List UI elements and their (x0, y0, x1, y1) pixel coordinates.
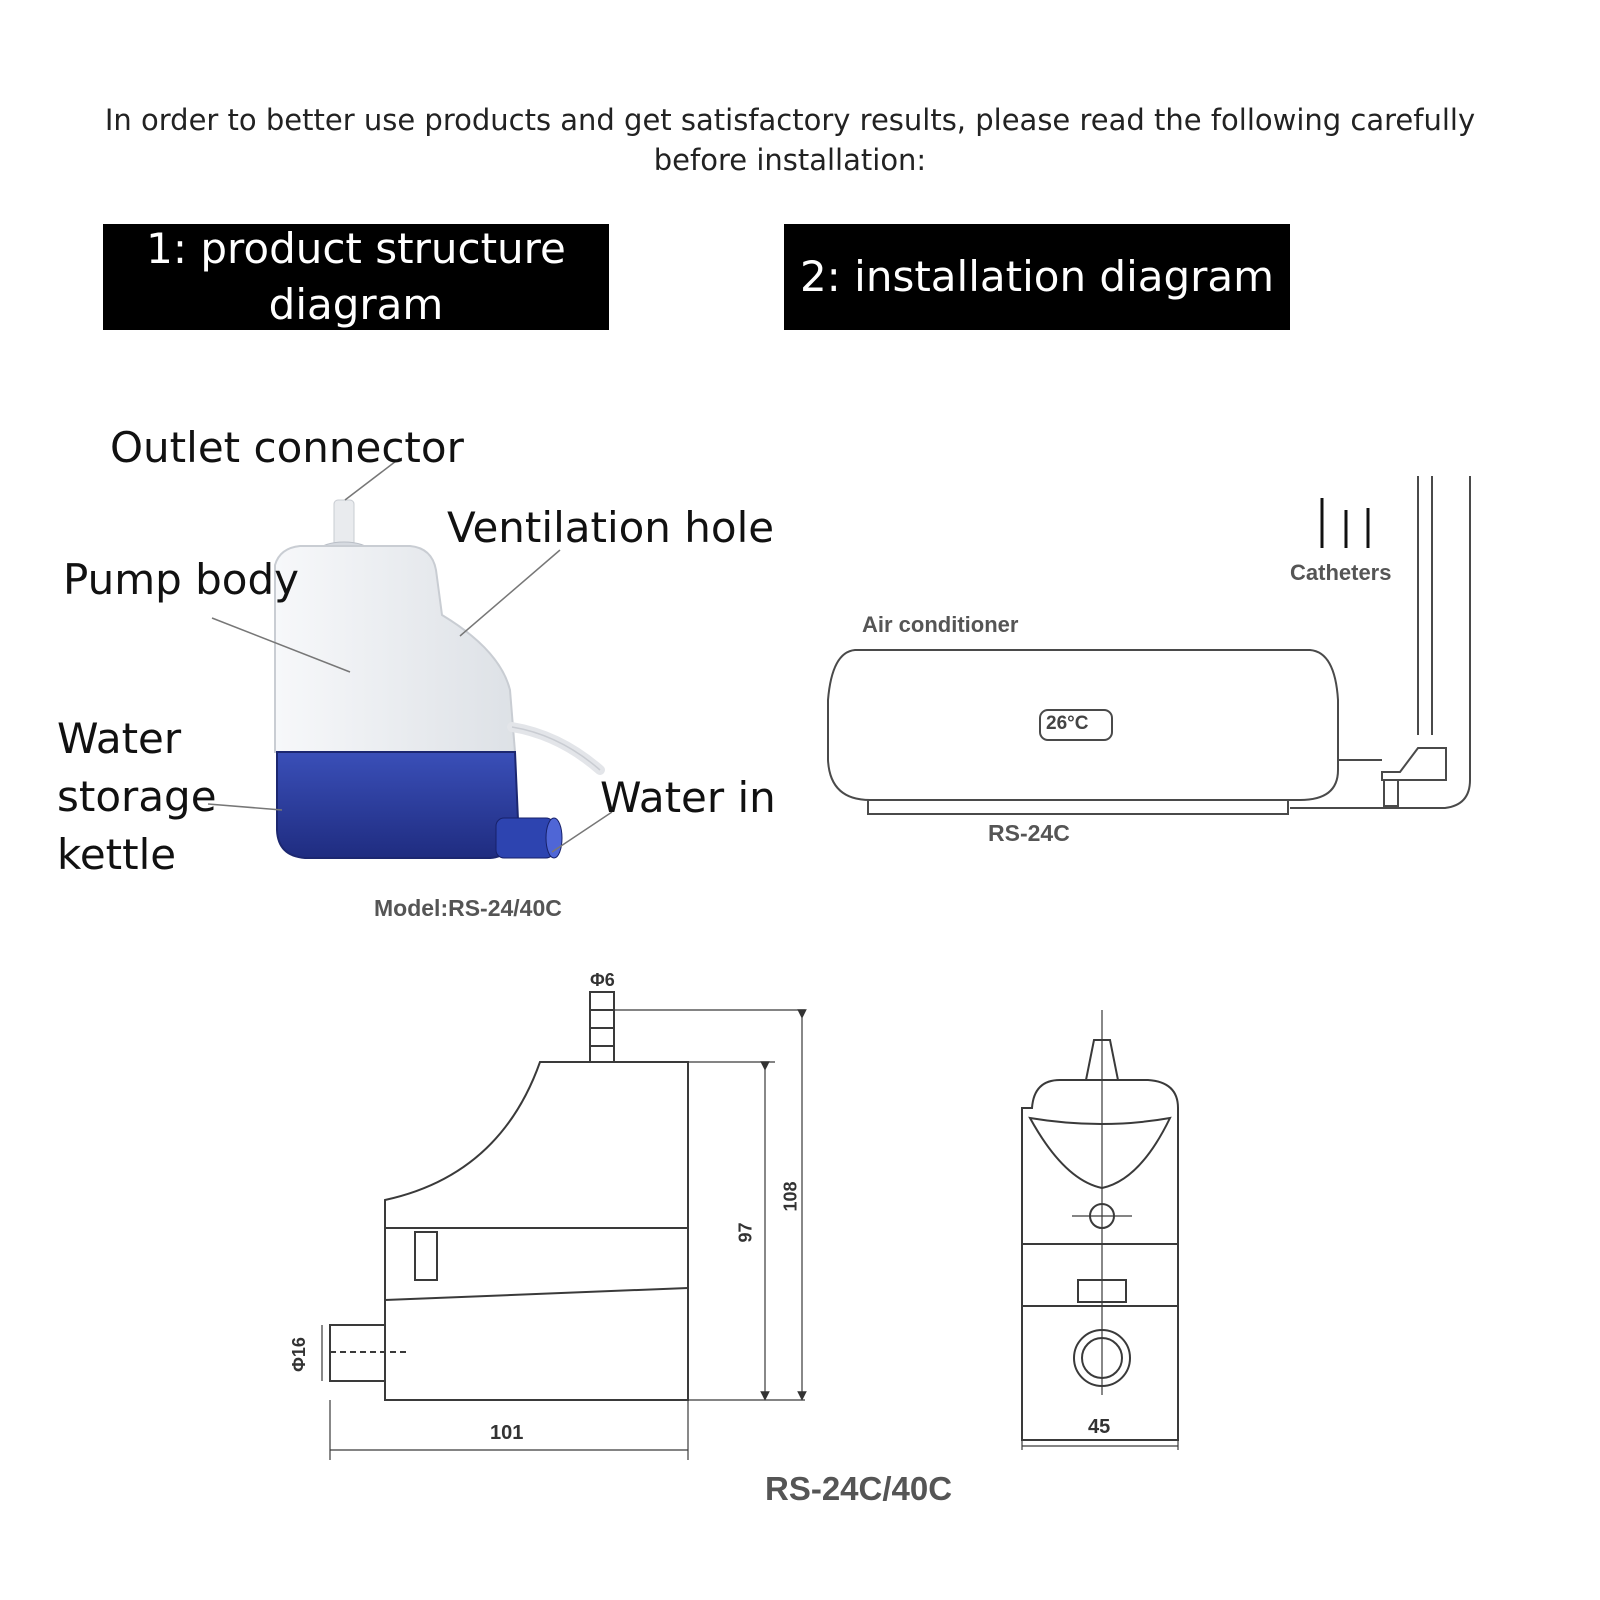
installed-pump-model-label: RS-24C (988, 820, 1070, 846)
body-height-label: 97 (735, 1222, 756, 1243)
total-height-label: 108 (780, 1181, 801, 1212)
front-inlet-inner (1081, 1337, 1123, 1379)
inlet-diameter-label: Φ16 (288, 1337, 309, 1372)
side-view-drawing (321, 991, 807, 1460)
installation-diagram-header: 2: installation diagram (784, 224, 1290, 330)
ventilation-hole-label: Ventilation hole (447, 503, 775, 552)
pump-product-illustration (274, 499, 605, 859)
front-view-drawing (1021, 1010, 1179, 1450)
dim-inlet (329, 1324, 386, 1382)
outlet-connector-label: Outlet connector (110, 423, 464, 472)
pump-body-shell (274, 545, 517, 753)
pump-body-label: Pump body (63, 555, 300, 604)
wall-corner (1290, 476, 1471, 809)
air-conditioner-label: Air conditioner (862, 612, 1019, 637)
dim-body-outline (384, 1061, 689, 1401)
installation-diagram-header-text: 2: installation diagram (799, 252, 1275, 301)
ac-display-text: 26°C (1046, 713, 1089, 734)
front-inlet-outer (1073, 1329, 1131, 1387)
inlet-port (495, 817, 555, 859)
water-tank-shell (276, 751, 520, 859)
structure-diagram-header: 1: product structure diagram (103, 224, 609, 330)
catheters-label: Catheters (1290, 560, 1392, 585)
front-body-outline (1021, 1079, 1179, 1441)
intro-text: In order to better use products and get … (104, 103, 1476, 177)
product-model-label: Model:RS-24/40C (374, 895, 562, 921)
dimension-model-label: RS-24C/40C (765, 1470, 953, 1507)
water-storage-kettle-label: Water storage kettle (57, 714, 217, 879)
catheters-icon (1320, 498, 1370, 548)
air-conditioner-base (867, 799, 1289, 815)
front-slot (1077, 1279, 1127, 1303)
width-label: 45 (1088, 1416, 1111, 1438)
outlet-diameter-label: Φ6 (590, 970, 615, 990)
length-label: 101 (490, 1422, 524, 1444)
installation-drawing (827, 476, 1471, 815)
structure-leader-lines (207, 457, 613, 853)
water-in-label: Water in (600, 773, 776, 822)
structure-diagram-header-text: 1: product structure diagram (146, 224, 566, 329)
installed-pump (1381, 747, 1447, 781)
ac-display (1039, 709, 1113, 741)
